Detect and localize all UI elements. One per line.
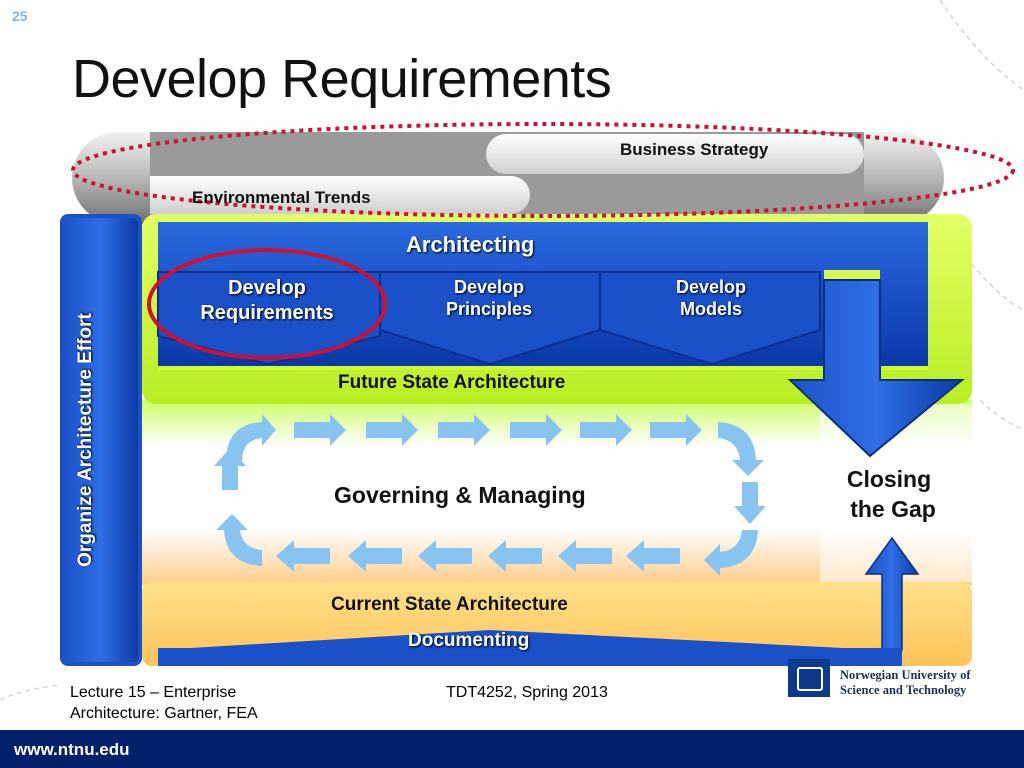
ntnu-logo bbox=[788, 659, 830, 697]
website-link[interactable]: www.ntnu.edu bbox=[14, 740, 130, 759]
architecting-label: Architecting bbox=[406, 232, 535, 257]
documenting-label: Documenting bbox=[408, 630, 530, 651]
closing-gap-line2: the Gap bbox=[850, 496, 936, 522]
lecture-line2: Architecture: Gartner, FEA bbox=[70, 705, 258, 722]
slide-number: 25 bbox=[12, 8, 28, 24]
closing-gap-line1: Closing bbox=[846, 466, 932, 492]
develop-principles-label: Develop Principles bbox=[445, 277, 533, 319]
environmental-trends-label: Environmental Trends bbox=[192, 188, 371, 207]
develop-requirements-label: Develop Requirements bbox=[200, 277, 334, 324]
organize-architecture-effort-label: Organize Architecture Effort bbox=[75, 313, 96, 567]
course-label: TDT4252, Spring 2013 bbox=[446, 684, 608, 701]
footer-bar bbox=[0, 730, 1024, 768]
governing-managing-label: Governing & Managing bbox=[334, 482, 586, 508]
university-line2: Science and Technology bbox=[840, 683, 967, 697]
develop-models-label: Develop Models bbox=[675, 277, 747, 319]
business-strategy-label: Business Strategy bbox=[620, 140, 769, 159]
current-state-label: Current State Architecture bbox=[331, 594, 568, 615]
future-state-label: Future State Architecture bbox=[338, 372, 566, 393]
page-title: Develop Requirements bbox=[72, 49, 612, 109]
lecture-line1: Lecture 15 – Enterprise bbox=[70, 684, 237, 701]
university-name: Norwegian University of Science and Tech… bbox=[840, 668, 971, 698]
university-line1: Norwegian University of bbox=[840, 668, 971, 682]
